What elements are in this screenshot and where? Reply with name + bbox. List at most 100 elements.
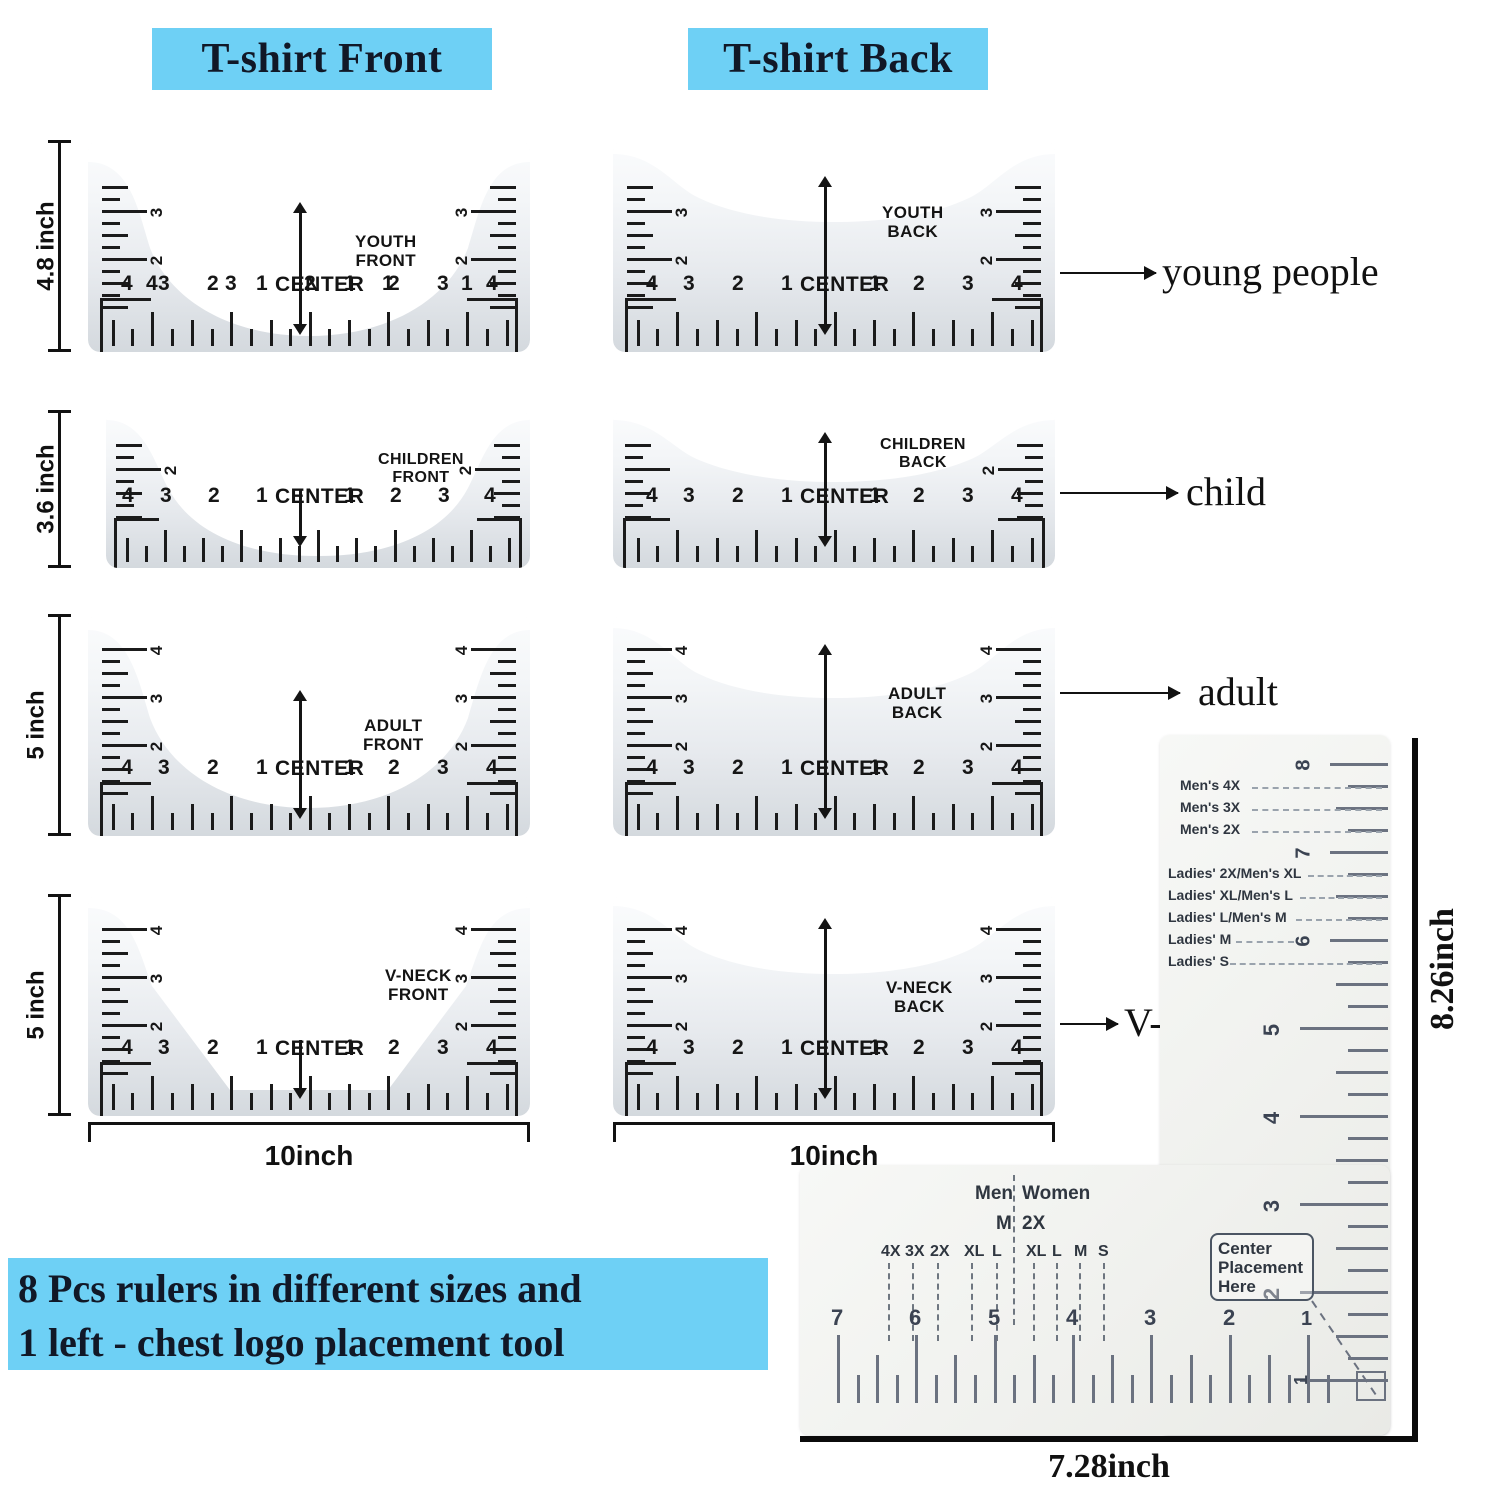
tick — [191, 320, 194, 346]
tick — [952, 538, 955, 562]
tick — [112, 1084, 115, 1110]
size-dash-line — [1252, 831, 1382, 833]
tick — [1023, 246, 1041, 249]
tick — [498, 1012, 516, 1015]
tick — [494, 492, 520, 495]
side-number-left-4: 4 — [147, 645, 167, 656]
sn-af-3r: 3 — [437, 756, 449, 779]
tick — [935, 1375, 938, 1403]
ruler-children-back[interactable]: 2 — [613, 410, 1055, 568]
size-mark-guide — [1079, 1263, 1081, 1341]
tick — [952, 320, 955, 346]
tick — [656, 546, 659, 562]
ruler-title-line2: FRONT — [363, 735, 424, 755]
tick — [498, 940, 516, 943]
sn-af-3l: 3 — [158, 756, 170, 779]
tick — [736, 546, 739, 562]
sn-cf-3r: 3 — [438, 484, 450, 507]
ruler-vneck-front[interactable]: 4 3 2 4 3 2 — [88, 894, 530, 1116]
horizontal-scale-1: 1 — [1301, 1308, 1313, 1330]
scale-number-youth-front-1r: 1 — [344, 272, 356, 295]
corner-notch-right — [477, 518, 522, 568]
ruler-youth-back[interactable]: 3 2 3 2 — [613, 140, 1055, 352]
tick — [1023, 780, 1041, 783]
tick — [1348, 1357, 1388, 1360]
tick — [627, 198, 645, 201]
tick — [1015, 186, 1041, 189]
tick — [1023, 294, 1041, 297]
men-women-divider — [1013, 1175, 1015, 1325]
tick — [102, 270, 120, 273]
tick — [270, 320, 273, 346]
ruler-children-front[interactable]: 2 2 — [106, 410, 530, 568]
tick — [736, 329, 739, 346]
side-number-left-2: 2 — [672, 741, 692, 752]
tick — [991, 796, 994, 830]
tick — [494, 444, 520, 447]
sn-ab-2l: 2 — [732, 756, 744, 779]
tick — [102, 1036, 120, 1039]
side-number-left-4: 4 — [672, 925, 692, 936]
side-number-right-3: 3 — [451, 973, 471, 984]
sn-cb-1l: 1 — [781, 484, 793, 507]
tick — [102, 696, 147, 699]
sn-cb-4r: 4 — [1011, 484, 1023, 507]
tick — [1131, 1375, 1134, 1403]
tick — [466, 796, 469, 830]
center-arrow-down-head-vf — [293, 1088, 307, 1099]
tick — [470, 530, 473, 562]
sn-vf-4l: 4 — [121, 1036, 133, 1059]
center-arrow-down-head-ab — [818, 808, 832, 819]
tick — [102, 792, 128, 795]
tick — [498, 732, 516, 735]
ruler-adult-back[interactable]: 4 3 2 4 3 2 — [613, 614, 1055, 836]
ruler-youth-front[interactable]: 3 2 3 2 — [88, 140, 530, 352]
tick — [490, 234, 516, 237]
tick — [368, 329, 371, 346]
size-mark-guide — [912, 1263, 914, 1341]
corner-notch-right — [467, 782, 518, 836]
tick — [368, 1093, 371, 1110]
ruler-title-youth-back: YOUTH BACK — [882, 203, 944, 241]
sn-yb-3r: 3 — [962, 272, 974, 295]
tick — [755, 796, 758, 830]
tick — [116, 456, 134, 459]
tick — [775, 1093, 778, 1110]
ruler-title-vneck-front: V-NECK FRONT — [385, 966, 452, 1004]
dimension-row3-label: 5 inch — [22, 690, 50, 760]
side-number-left-2: 2 — [147, 255, 167, 266]
tick — [873, 320, 876, 346]
side-number-left-3: 3 — [672, 207, 692, 218]
tick — [498, 684, 516, 687]
tick — [427, 804, 430, 830]
ruler-adult-front[interactable]: 4 3 2 4 3 2 — [88, 614, 530, 836]
dimension-cap-top — [48, 614, 71, 617]
tick — [853, 1093, 856, 1110]
tick — [1288, 1375, 1291, 1403]
tick — [1248, 1375, 1251, 1403]
tick — [490, 1000, 516, 1003]
sn-cb-3r: 3 — [962, 484, 974, 507]
tick — [637, 538, 640, 562]
tick — [151, 1076, 154, 1110]
tick — [102, 744, 147, 747]
sn-cb-2r: 2 — [913, 484, 925, 507]
arrow-head-icon — [1166, 486, 1179, 500]
size-mark-3x: 3X — [905, 1243, 925, 1260]
sn-vf-3l: 3 — [158, 1036, 170, 1059]
tick — [974, 1375, 977, 1403]
horizontal-scale-2: 2 — [1223, 1305, 1236, 1330]
dimension-cap-left — [613, 1122, 616, 1142]
tick — [407, 813, 410, 830]
size-row-mens-4x: Men's 4X — [1180, 777, 1241, 793]
tick — [471, 210, 516, 213]
tick — [102, 648, 147, 651]
tick — [834, 796, 837, 830]
ruler-vneck-back[interactable]: 4 3 2 4 3 2 — [613, 894, 1055, 1116]
scale-number-youth-front-2r: 2 — [388, 272, 400, 295]
tick — [374, 546, 377, 562]
chest-logo-placement-tool[interactable]: 8 7 6 5 4 3 2 1 Men's 4X Men's 3X Men's … — [800, 735, 1420, 1435]
tick — [102, 684, 120, 687]
tick — [1023, 1012, 1041, 1015]
